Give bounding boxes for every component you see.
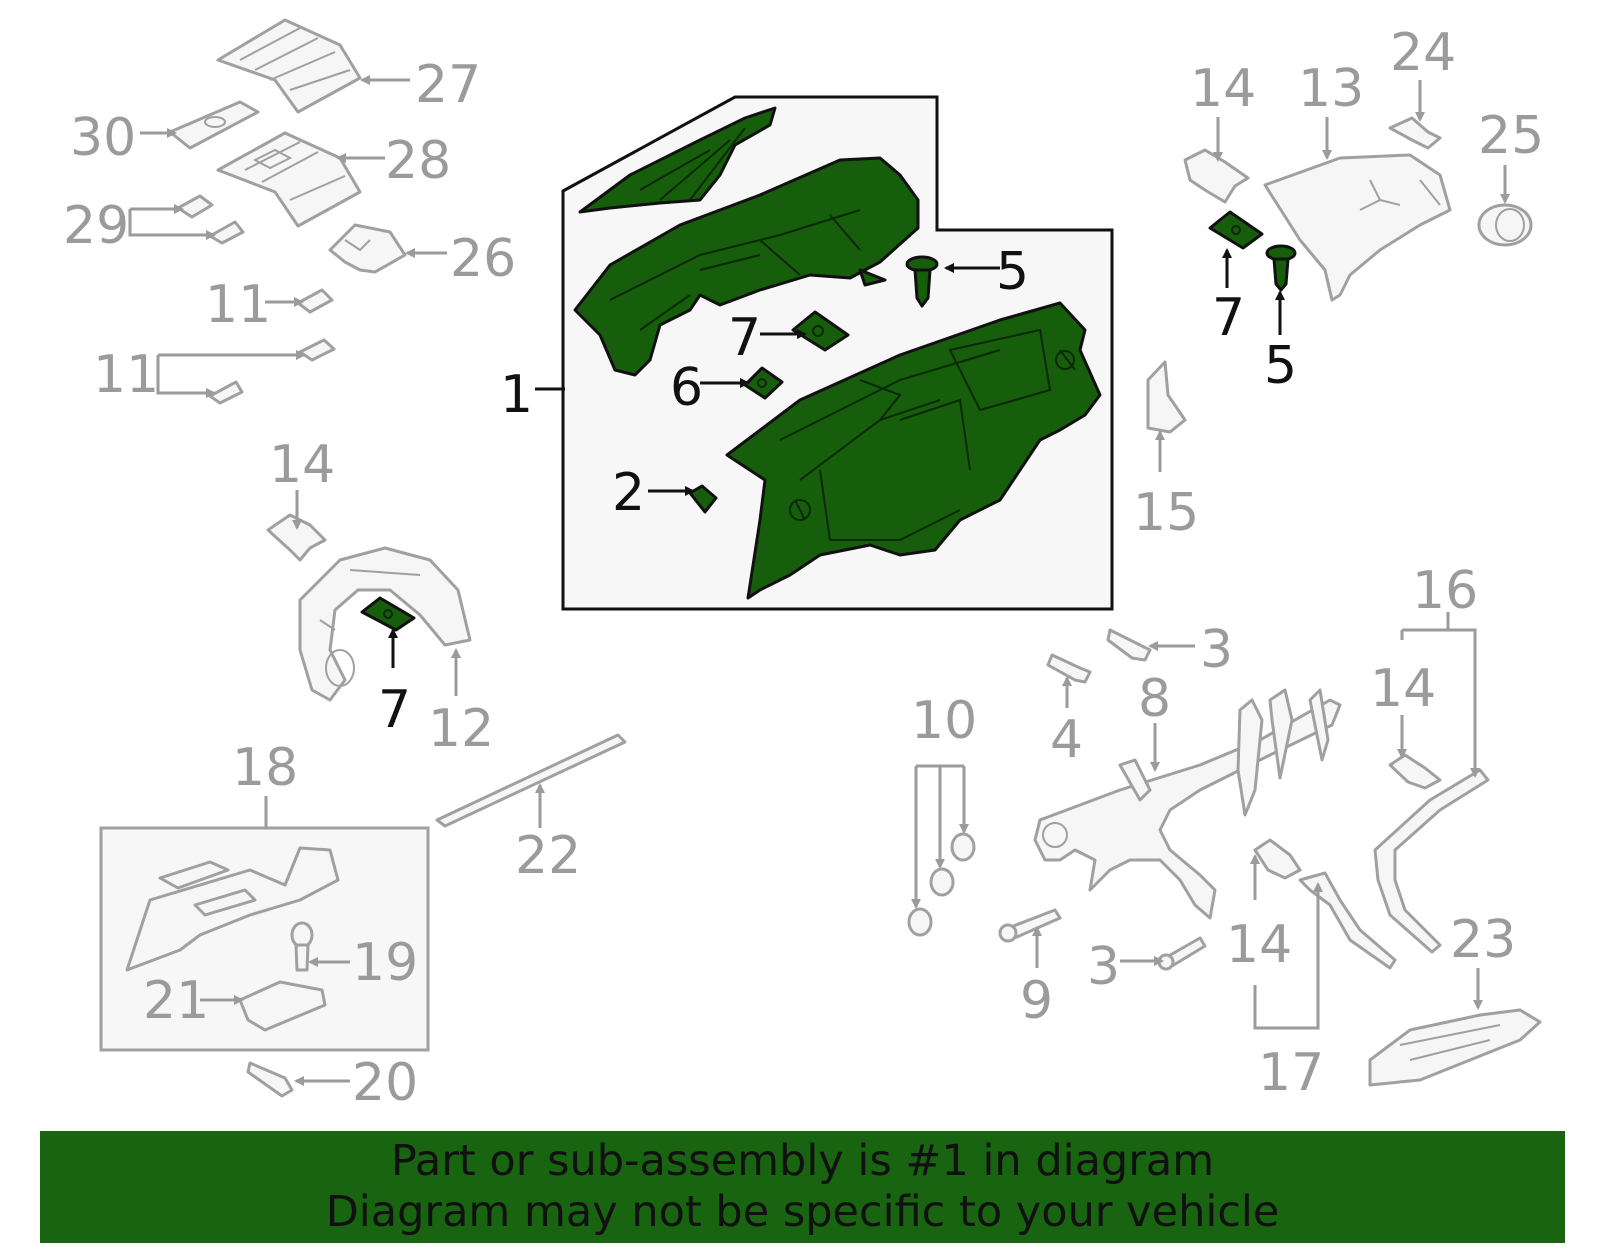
callout-3-lower: 3 bbox=[1087, 937, 1120, 997]
part-15-trim-piece bbox=[1146, 360, 1187, 434]
callout-7-right: 7 bbox=[1212, 288, 1245, 348]
callout-11-b: 11 bbox=[93, 345, 159, 405]
part-10-nuts bbox=[907, 832, 976, 937]
part-5-screw-green-right bbox=[1265, 244, 1297, 292]
part-22-trim-strip bbox=[435, 733, 627, 828]
leader-17 bbox=[1253, 888, 1320, 1030]
callout-5: 5 bbox=[996, 242, 1029, 302]
part-8-cross-beam bbox=[1033, 688, 1342, 920]
callout-30: 30 bbox=[70, 108, 136, 168]
part-19-pin bbox=[290, 921, 314, 972]
callout-17: 17 bbox=[1258, 1043, 1324, 1103]
part-11-clip-c bbox=[208, 380, 244, 405]
callout-2: 2 bbox=[612, 463, 645, 523]
callout-21: 21 bbox=[143, 971, 209, 1031]
leader-11b bbox=[156, 353, 302, 395]
callout-8: 8 bbox=[1138, 669, 1171, 729]
callout-13: 13 bbox=[1298, 59, 1364, 119]
callout-19: 19 bbox=[352, 933, 418, 993]
part-28-vent-panel bbox=[216, 131, 362, 228]
part-6-clip-green bbox=[743, 366, 784, 400]
callout-16: 16 bbox=[1412, 561, 1478, 621]
callout-27: 27 bbox=[415, 55, 481, 115]
part-14-clip-mid bbox=[1253, 838, 1302, 880]
part-12-column-cover bbox=[298, 546, 472, 702]
part-24-bracket bbox=[1388, 116, 1442, 150]
callout-11-a: 11 bbox=[205, 275, 271, 335]
callout-29: 29 bbox=[63, 196, 129, 256]
callout-14-left: 14 bbox=[269, 435, 335, 495]
callout-14-right: 14 bbox=[1370, 659, 1436, 719]
part-9-bolt bbox=[998, 908, 1062, 943]
callout-18: 18 bbox=[232, 738, 298, 798]
part-17-brace bbox=[1298, 871, 1397, 970]
callout-1: 1 bbox=[500, 365, 533, 425]
callout-25: 25 bbox=[1478, 106, 1544, 166]
callout-14-mid: 14 bbox=[1226, 915, 1292, 975]
part-18-glove-box bbox=[125, 846, 340, 972]
callout-20: 20 bbox=[352, 1053, 418, 1113]
callout-7-left: 7 bbox=[378, 680, 411, 740]
callout-22: 22 bbox=[515, 826, 581, 886]
part-11-clip-b bbox=[298, 338, 336, 362]
callout-15: 15 bbox=[1133, 483, 1199, 543]
callout-14-top-right: 14 bbox=[1190, 59, 1256, 119]
defroster-duct bbox=[578, 106, 777, 214]
part-13-end-panel bbox=[1263, 153, 1452, 302]
part-25-grommet bbox=[1477, 203, 1533, 247]
part-14-clip-top-right bbox=[1183, 148, 1250, 204]
part-14-clip-right bbox=[1388, 753, 1442, 790]
upper-panel-frame bbox=[573, 156, 920, 377]
info-banner: Part or sub-assembly is #1 in diagram Di… bbox=[40, 1131, 1565, 1243]
callout-9: 9 bbox=[1020, 971, 1053, 1031]
part-23-duct bbox=[1368, 1008, 1542, 1087]
callout-24: 24 bbox=[1390, 23, 1456, 83]
part-3-bolt-upper bbox=[1106, 628, 1152, 662]
part-14-clip-left bbox=[266, 513, 327, 562]
part-26-bracket bbox=[328, 223, 407, 274]
callout-10: 10 bbox=[911, 691, 977, 751]
part-7-nut-green bbox=[791, 310, 850, 352]
part-7-nut-green-right bbox=[1208, 210, 1264, 250]
callout-5-right: 5 bbox=[1264, 336, 1297, 396]
callout-26: 26 bbox=[450, 229, 516, 289]
part-27-vent-panel bbox=[216, 18, 362, 114]
callout-6: 6 bbox=[670, 358, 703, 418]
callout-4: 4 bbox=[1050, 710, 1083, 770]
banner-line-2: Diagram may not be specific to your vehi… bbox=[325, 1187, 1280, 1237]
part-2-clip-green bbox=[688, 484, 718, 514]
main-dash-panel bbox=[725, 301, 1102, 600]
banner-line-1: Part or sub-assembly is #1 in diagram bbox=[390, 1136, 1215, 1186]
part-20-bolt bbox=[246, 1061, 294, 1098]
part-29-clips bbox=[176, 194, 245, 245]
callout-3-upper: 3 bbox=[1200, 620, 1233, 680]
part-3-bolt-lower bbox=[1157, 936, 1207, 971]
part-11-clip-a bbox=[296, 288, 334, 314]
part-30-bezel bbox=[168, 100, 260, 150]
part-16-brace bbox=[1373, 768, 1490, 954]
part-4-bolt bbox=[1046, 653, 1092, 684]
leader-16 bbox=[1402, 612, 1477, 770]
part-21-latch bbox=[238, 980, 327, 1032]
callout-23: 23 bbox=[1450, 910, 1516, 970]
callout-12: 12 bbox=[428, 699, 494, 759]
callout-7: 7 bbox=[728, 308, 761, 368]
part-5-screw-green bbox=[905, 255, 939, 308]
callout-28: 28 bbox=[385, 131, 451, 191]
leader-10 bbox=[914, 764, 966, 905]
part-7-nut-green-left bbox=[360, 596, 416, 632]
